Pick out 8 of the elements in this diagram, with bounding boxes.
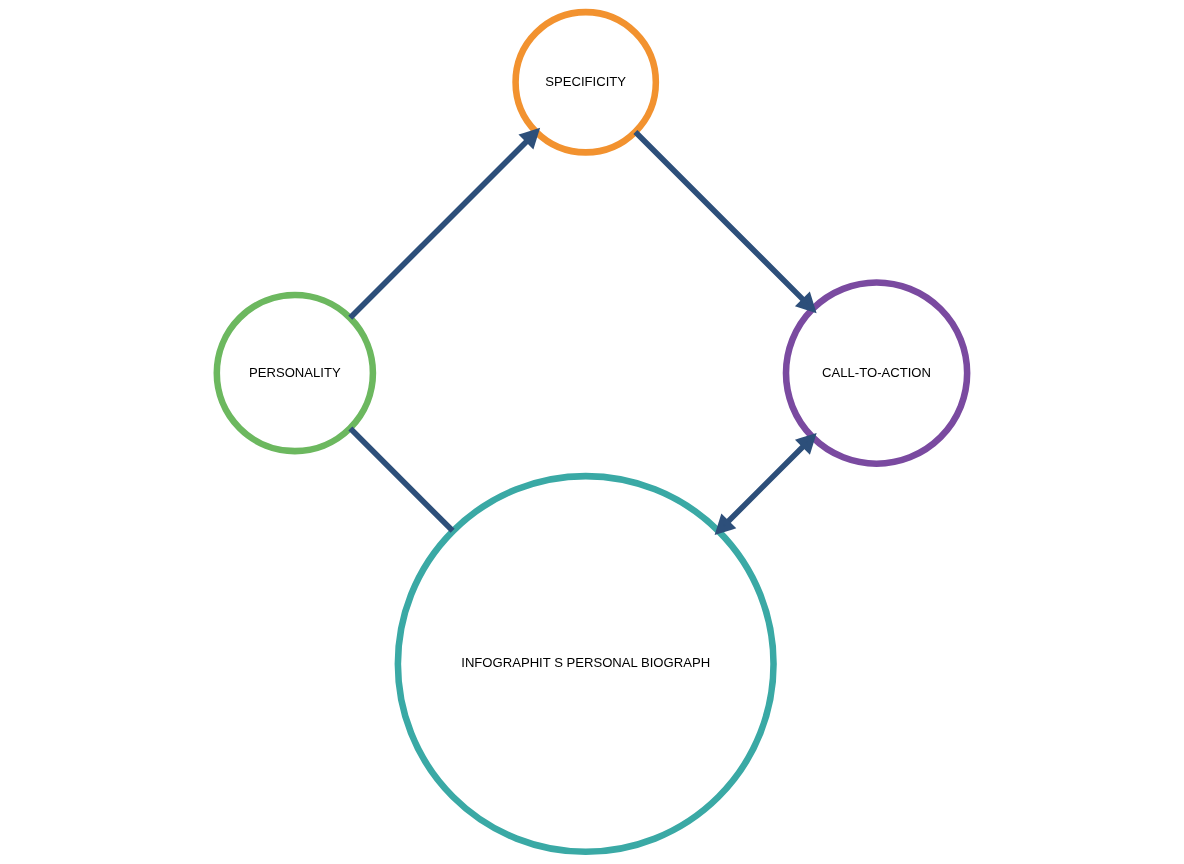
connector [348,426,455,533]
node-circle: PERSONALITY [213,291,377,455]
arrow [348,127,541,320]
node-circle: INFOGRAPHIT S PERSONAL BIOGRAPH [394,472,777,856]
arrow [633,129,817,314]
node-circle: SPECIFICITY [512,8,660,156]
node-circle: CALL-TO-ACTION [782,279,971,467]
arrow [714,433,817,536]
